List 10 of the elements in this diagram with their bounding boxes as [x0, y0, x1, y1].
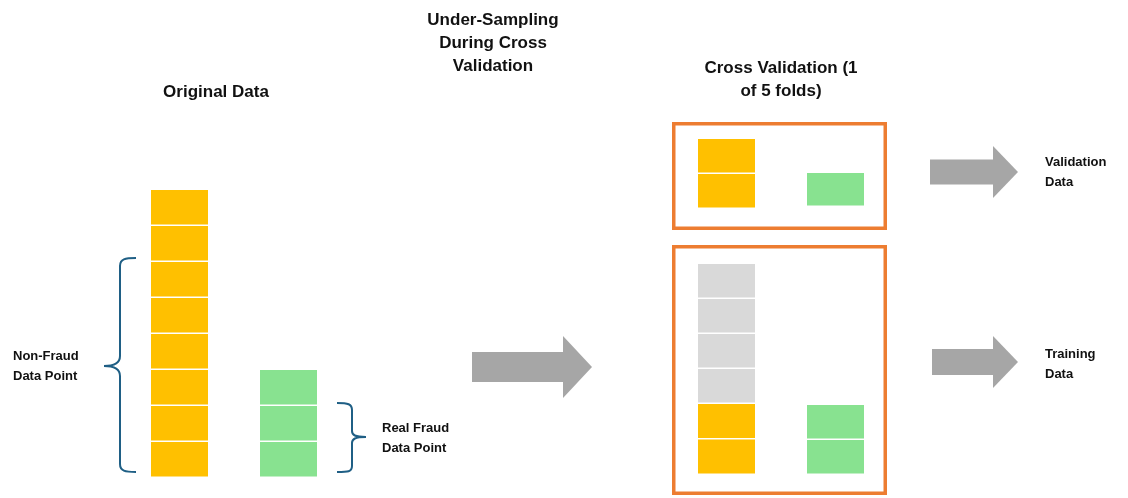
bracket-label: Non-Fraud Data Point — [13, 347, 80, 385]
panel-heading: Cross Validation (1 of 5 folds) — [703, 57, 859, 102]
panel-heading: Original Data — [162, 81, 270, 103]
block-arrow — [932, 336, 1018, 388]
block-arrow — [930, 146, 1018, 198]
output-label: Validation Data — [1045, 153, 1108, 191]
block-arrow — [472, 336, 592, 398]
diagram-title: Under-Sampling During Cross Validation — [426, 9, 560, 77]
output-label: Training Data — [1045, 345, 1097, 383]
bracket-label: Real Fraud Data Point — [382, 419, 451, 457]
